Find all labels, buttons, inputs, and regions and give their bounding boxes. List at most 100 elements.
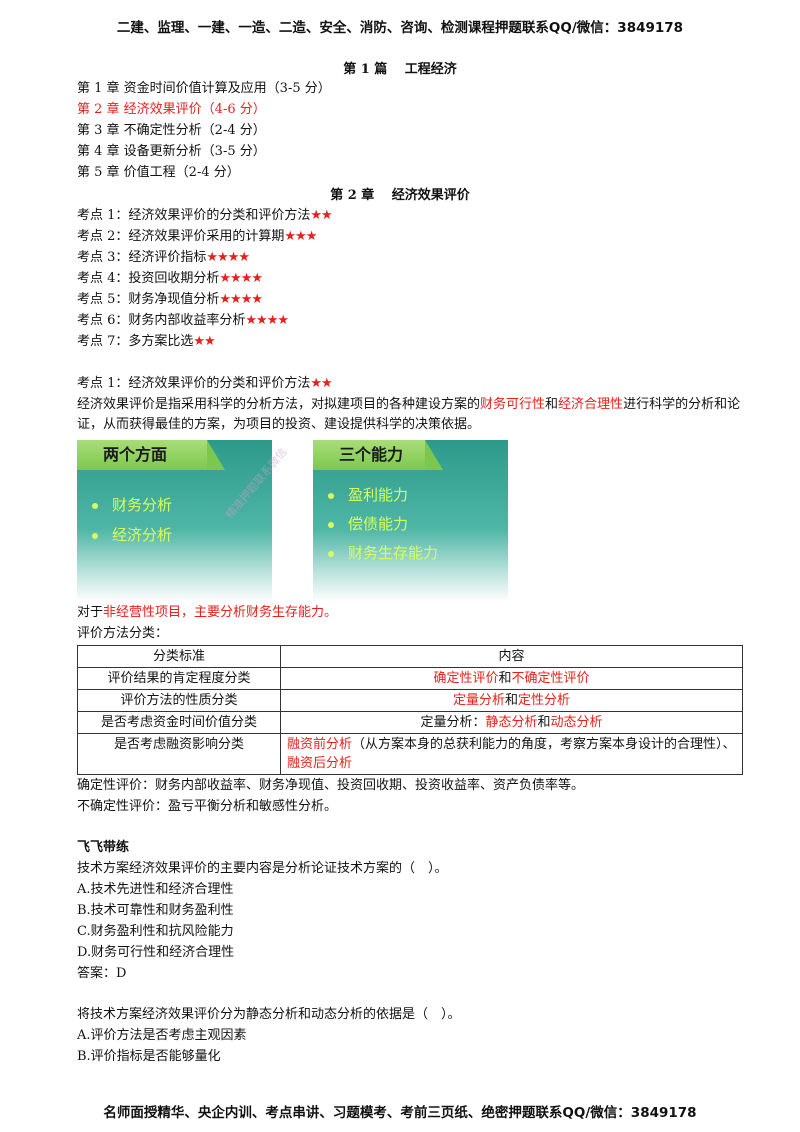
stars: ★★ [193,334,215,349]
right-panel-title: 三个能力 [313,440,443,470]
key-point-text: 考点 1：经济效果评价的分类和评价方法 [77,208,311,223]
cell-text: 定量分析： [420,715,486,730]
key-point-item: 考点 5：财务净现值分析★★★★ [77,290,263,310]
nonprofit-note: 对于非经营性项目，主要分析财务生存能力。 [77,603,337,623]
cell-text: 和 [504,693,518,708]
key-point-item: 考点 7：多方案比选★★ [77,332,216,352]
cell-text: 和 [498,671,512,686]
cell-text: 融资前分析 [287,737,353,752]
left-item-label: 经济分析 [112,526,173,544]
key-point-item: 考点 2：经济效果评价采用的计算期★★★ [77,227,317,247]
table-cell: 评价结果的肯定程度分类 [77,667,281,690]
left-item: 经济分析 [92,524,172,545]
cell-text: 定性分析 [518,693,571,708]
key-point-item: 考点 3：经济评价指标★★★★ [77,248,250,268]
page-footer: 名师面授精华、央企内训、考点串讲、习题模考、考前三页纸、绝密押题联系QQ/微信：… [103,1105,697,1121]
key-point-item: 考点 6：财务内部收益率分析★★★★ [77,311,289,331]
key-point-text: 考点 7：多方案比选 [77,334,194,349]
stars: ★★★★ [219,292,263,307]
right-item-label: 盈利能力 [348,486,409,504]
intro-highlight: 财务可行性 [480,397,546,412]
section-heading: 考点 1：经济效果评价的分类和评价方法★★ [77,374,333,394]
bullet-icon [328,492,334,499]
question-stem: 技术方案经济效果评价的主要内容是分析论证技术方案的（ ）。 [77,861,448,876]
question-stem: 将技术方案经济效果评价分为静态分析和动态分析的依据是（ ）。 [77,1007,461,1022]
method-label: 评价方法分类： [77,626,169,641]
intro-highlight: 经济合理性 [558,397,624,412]
bullet-icon [92,502,98,509]
key-point-text: 考点 6：财务内部收益率分析 [77,313,246,328]
intro-text: 经济效果评价是指采用科学的分析方法，对拟建项目的各种建设方案的 [77,397,481,412]
table-cell: 定量分析和定性分析 [280,689,743,712]
right-item: 财务生存能力 [328,542,438,563]
table-cell: 评价方法的性质分类 [77,689,281,712]
chapter-item: 第 1 章 资金时间价值计算及应用（3-5 分） [77,81,331,96]
table-row: 是否考虑融资影响分类融资前分析（从方案本身的总获利能力的角度，考察方案本身设计的… [77,733,743,775]
page-header: 二建、监理、一建、一造、二造、安全、消防、咨询、检测课程押题联系QQ/微信：38… [116,20,684,36]
left-item-label: 财务分析 [112,496,173,514]
cell-text: 融资后分析 [287,756,353,771]
definition: 确定性评价：财务内部收益率、财务净现值、投资回收期、投资收益率、资产负债率等。 [77,778,585,793]
question-answer: 答案：D [77,966,127,981]
stars: ★★★★ [245,313,289,328]
key-point-text: 考点 3：经济评价指标 [77,250,207,265]
stars: ★★ [310,376,332,391]
table-row: 评价结果的肯定程度分类确定性评价和不确定性评价 [77,667,743,690]
table-cell: 是否考虑资金时间价值分类 [77,711,281,734]
cell-text: 和 [537,715,551,730]
stars: ★★★★ [206,250,250,265]
stars: ★★ [310,208,332,223]
table-row: 是否考虑资金时间价值分类定量分析：静态分析和动态分析 [77,711,743,734]
question-option: B.技术可靠性和财务盈利性 [77,903,234,918]
note-highlight: 非经营性项目，主要分析财务生存能力。 [103,605,338,620]
cell-text: 不确定性评价 [511,671,590,686]
table-header: 内容 [280,645,743,668]
table-cell: 是否考虑融资影响分类 [77,733,281,775]
chapter-title: 第 2 章 经济效果评价 [330,188,470,203]
definition: 不确定性评价：盈亏平衡分析和敏感性分析。 [77,799,338,814]
question-option: A.评价方法是否考虑主观因素 [77,1028,247,1043]
question-option: D.财务可行性和经济合理性 [77,945,235,960]
cell-text: 静态分析 [485,715,538,730]
right-item: 偿债能力 [328,513,408,534]
table-row: 评价方法的性质分类定量分析和定性分析 [77,689,743,712]
left-item: 财务分析 [92,494,172,515]
stars: ★★★ [284,229,317,244]
intro-paragraph: 经济效果评价是指采用科学的分析方法，对拟建项目的各种建设方案的财务可行性和经济合… [77,395,745,435]
key-point-text: 考点 2：经济效果评价采用的计算期 [77,229,285,244]
table-header: 分类标准 [77,645,281,668]
chapter-item: 第 3 章 不确定性分析（2-4 分） [77,123,266,138]
key-point-text: 考点 5：财务净现值分析 [77,292,220,307]
key-point-text: 考点 4：投资回收期分析 [77,271,220,286]
table-cell: 融资前分析（从方案本身的总获利能力的角度，考察方案本身设计的合理性）、融资后分析 [280,733,743,775]
method-table: 分类标准 内容 评价结果的肯定程度分类确定性评价和不确定性评价评价方法的性质分类… [77,645,743,775]
right-item-label: 财务生存能力 [348,544,439,562]
question-option: B.评价指标是否能够量化 [77,1049,221,1064]
section-heading-text: 考点 1：经济效果评价的分类和评价方法 [77,376,311,391]
table-cell: 确定性评价和不确定性评价 [280,667,743,690]
cell-text: 动态分析 [550,715,603,730]
key-point-item: 考点 1：经济效果评价的分类和评价方法★★ [77,206,333,226]
bullet-icon [92,532,98,539]
stars: ★★★★ [219,271,263,286]
note-text: 对于 [77,605,104,620]
question-option: C.财务盈利性和抗风险能力 [77,924,234,939]
right-item: 盈利能力 [328,484,408,505]
table-header-row: 分类标准 内容 [77,645,743,668]
intro-text: 进行科学的分析和论证，从而获得最佳的方案，为项目的投资、建设提供科学的决策依据。 [77,397,741,432]
question-option: A.技术先进性和经济合理性 [77,882,234,897]
table-cell: 定量分析：静态分析和动态分析 [280,711,743,734]
part-title: 第 1 篇 工程经济 [343,62,457,77]
cell-text: （从方案本身的总获利能力的角度，考察方案本身设计的合理性）、 [352,737,736,752]
bullet-icon [328,521,334,528]
practice-title: 飞飞带练 [77,840,130,855]
cell-text: 定量分析 [452,693,505,708]
left-panel-title: 两个方面 [77,440,225,470]
intro-text: 和 [545,397,559,412]
bullet-icon [328,550,334,557]
key-point-item: 考点 4：投资回收期分析★★★★ [77,269,263,289]
cell-text: 确定性评价 [433,671,499,686]
chapter-item: 第 4 章 设备更新分析（3-5 分） [77,144,266,159]
chapter-item: 第 5 章 价值工程（2-4 分） [77,165,240,180]
right-item-label: 偿债能力 [348,515,409,533]
